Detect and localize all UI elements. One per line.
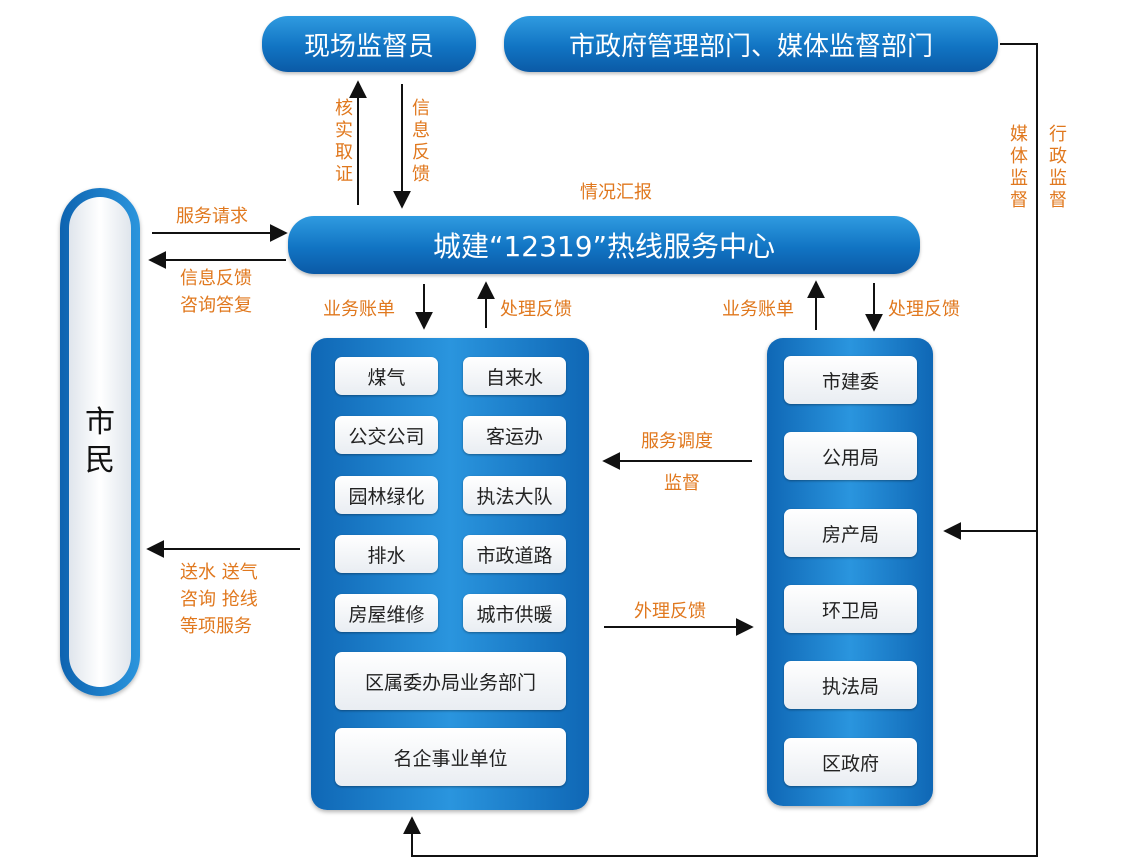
- unit-municipal-roads: 市政道路: [463, 535, 566, 573]
- bureau-law-enforcement: 执法局: [784, 661, 917, 709]
- utility-units-panel: 煤气 自来水 公交公司 客运办 园林绿化 执法大队 排水 市政道路 房屋维修 城…: [311, 338, 589, 810]
- citizen-inner: 市民: [69, 197, 131, 687]
- label-external-feedback: 外理反馈: [634, 601, 706, 622]
- unit-bus-company: 公交公司: [335, 416, 438, 454]
- bureau-construction-committee: 市建委: [784, 356, 917, 404]
- unit-city-heating: 城市供暖: [463, 594, 566, 632]
- unit-district-departments: 区属委办局业务部门: [335, 652, 566, 710]
- unit-enterprises: 名企事业单位: [335, 728, 566, 786]
- label-service-line1: 送水 送气: [180, 562, 258, 583]
- label-consult-reply: 咨询答复: [180, 295, 252, 316]
- label-admin-supervise: 行政监督: [1049, 124, 1067, 211]
- unit-drainage: 排水: [335, 535, 438, 573]
- hotline-center-label: 城建“12319”热线服务中心: [432, 230, 776, 263]
- label-report: 情况汇报: [580, 182, 652, 203]
- government-label: 市政府管理部门、媒体监督部门: [568, 31, 933, 62]
- government-node: 市政府管理部门、媒体监督部门: [504, 16, 998, 72]
- bureau-district-government: 区政府: [784, 738, 917, 786]
- unit-gas: 煤气: [335, 357, 438, 395]
- citizen-label: 市民: [85, 405, 115, 478]
- label-process-feedback-right: 处理反馈: [888, 299, 960, 320]
- label-supervise: 监督: [664, 473, 700, 494]
- bureau-housing: 房产局: [784, 509, 917, 557]
- bureau-utilities: 公用局: [784, 432, 917, 480]
- inspector-node: 现场监督员: [262, 16, 476, 72]
- unit-passenger-office: 客运办: [463, 416, 566, 454]
- hotline-center-node: 城建“12319”热线服务中心: [288, 216, 920, 274]
- citizen-node: 市民: [60, 188, 140, 696]
- unit-water: 自来水: [463, 357, 566, 395]
- inspector-label: 现场监督员: [303, 31, 434, 62]
- label-service-line3: 等项服务: [180, 616, 252, 637]
- label-service-line2: 咨询 抢线: [180, 589, 258, 610]
- line-government-loop: [403, 43, 1038, 857]
- unit-law-enforcement: 执法大队: [463, 476, 566, 514]
- label-business-bill-left: 业务账单: [323, 299, 395, 320]
- unit-landscaping: 园林绿化: [335, 476, 438, 514]
- label-info-feedback-vertical: 信息反馈: [412, 98, 430, 185]
- label-verify: 核实取证: [335, 98, 353, 185]
- label-info-feedback: 信息反馈: [180, 268, 252, 289]
- bureau-sanitation: 环卫局: [784, 585, 917, 633]
- label-process-feedback-left: 处理反馈: [500, 299, 572, 320]
- unit-housing-repair: 房屋维修: [335, 594, 438, 632]
- label-dispatch: 服务调度: [641, 431, 713, 452]
- government-bureaus-panel: 市建委 公用局 房产局 环卫局 执法局 区政府: [767, 338, 933, 806]
- label-business-bill-right: 业务账单: [722, 299, 794, 320]
- label-service-request: 服务请求: [176, 206, 248, 227]
- label-media-supervise: 媒体监督: [1010, 124, 1028, 211]
